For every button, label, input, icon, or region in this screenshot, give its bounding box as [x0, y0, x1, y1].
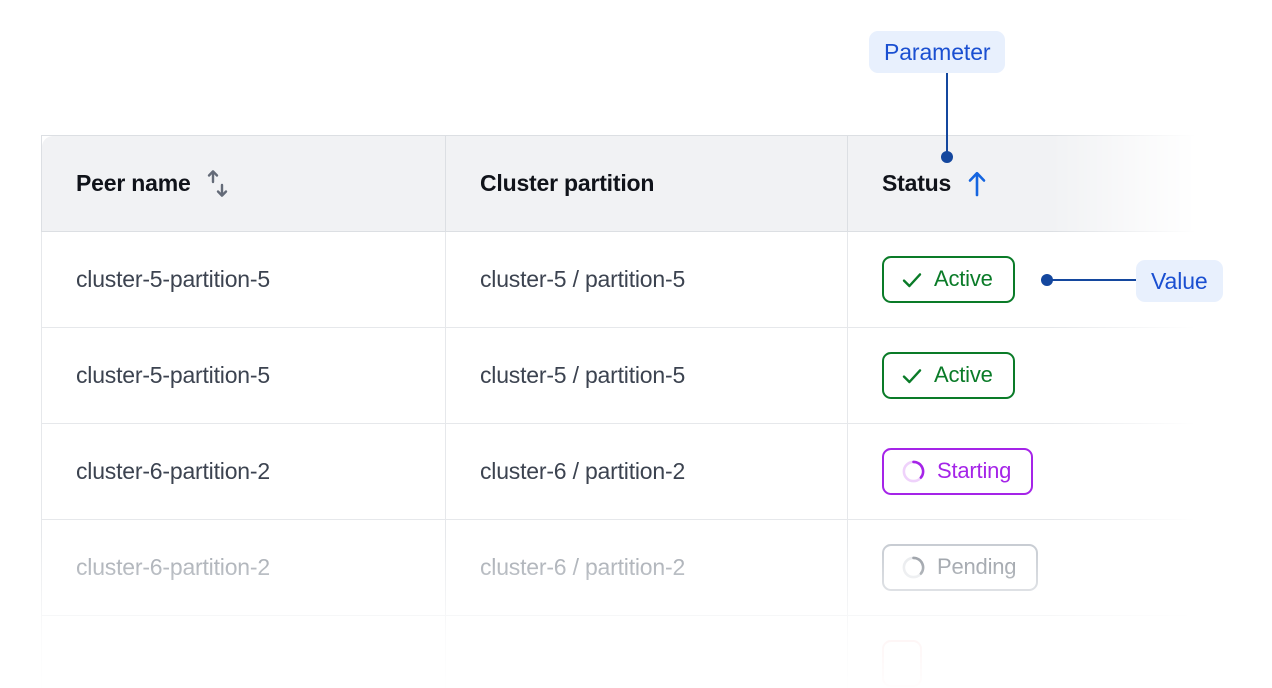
status-badge[interactable]: Pending [882, 544, 1039, 591]
status-badge[interactable]: Starting [882, 448, 1034, 495]
cell-status: Starting [847, 423, 1201, 520]
annotation-dot-parameter [941, 151, 953, 163]
table-row[interactable]: cluster-5-partition-5 cluster-5 / partit… [41, 327, 1201, 424]
check-icon [900, 268, 924, 292]
cell-peer-name [41, 615, 446, 688]
table-row[interactable]: cluster-5-partition-5 cluster-5 / partit… [41, 231, 1201, 328]
spinner-icon [900, 458, 927, 485]
table-row[interactable]: cluster-6-partition-2 cluster-6 / partit… [41, 519, 1201, 616]
cell-status: Pending [847, 519, 1201, 616]
cell-status [847, 615, 1201, 688]
peers-table-container: Peer name [41, 135, 1201, 688]
column-header-peer-name-label: Peer name [76, 170, 191, 196]
table-body: cluster-5-partition-5 cluster-5 / partit… [41, 231, 1201, 688]
annotation-dot-value [1041, 274, 1053, 286]
sort-updown-icon[interactable] [205, 169, 231, 199]
status-badge[interactable]: Active [882, 256, 1015, 303]
table-header-row: Peer name [41, 135, 1201, 232]
cell-peer-name: cluster-6-partition-2 [41, 519, 446, 616]
check-icon [900, 364, 924, 388]
annotation-leader-line-parameter [946, 73, 948, 157]
status-badge-label: Active [934, 361, 993, 387]
column-header-cluster-partition-label: Cluster partition [480, 170, 655, 196]
cell-peer-name: cluster-5-partition-5 [41, 231, 446, 328]
table-header: Peer name [41, 135, 1201, 232]
cell-cluster-partition [445, 615, 848, 688]
column-header-cluster-partition[interactable]: Cluster partition [445, 135, 848, 232]
cell-cluster-partition: cluster-5 / partition-5 [445, 231, 848, 328]
annotation-leader-line-value [1048, 279, 1136, 281]
cell-cluster-partition: cluster-6 / partition-2 [445, 519, 848, 616]
column-header-status[interactable]: Status [847, 135, 1201, 232]
cell-cluster-partition: cluster-5 / partition-5 [445, 327, 848, 424]
cell-status: Active [847, 327, 1201, 424]
cell-peer-name: cluster-5-partition-5 [41, 327, 446, 424]
column-header-peer-name[interactable]: Peer name [41, 135, 446, 232]
column-header-status-label: Status [882, 170, 952, 196]
annotation-chip-parameter: Parameter [869, 31, 1006, 73]
status-badge-label: Starting [937, 457, 1012, 483]
status-badge-label: Active [934, 265, 993, 291]
status-badge[interactable]: Active [882, 352, 1015, 399]
table-row[interactable]: cluster-6-partition-2 cluster-6 / partit… [41, 423, 1201, 520]
status-badge-label: Pending [937, 553, 1017, 579]
peers-table: Peer name [41, 135, 1201, 688]
status-badge[interactable] [882, 640, 922, 687]
spinner-icon [900, 554, 927, 581]
cell-cluster-partition: cluster-6 / partition-2 [445, 423, 848, 520]
annotation-chip-value: Value [1136, 260, 1223, 302]
table-row[interactable] [41, 615, 1201, 688]
cell-peer-name: cluster-6-partition-2 [41, 423, 446, 520]
arrow-up-icon[interactable] [965, 170, 989, 198]
